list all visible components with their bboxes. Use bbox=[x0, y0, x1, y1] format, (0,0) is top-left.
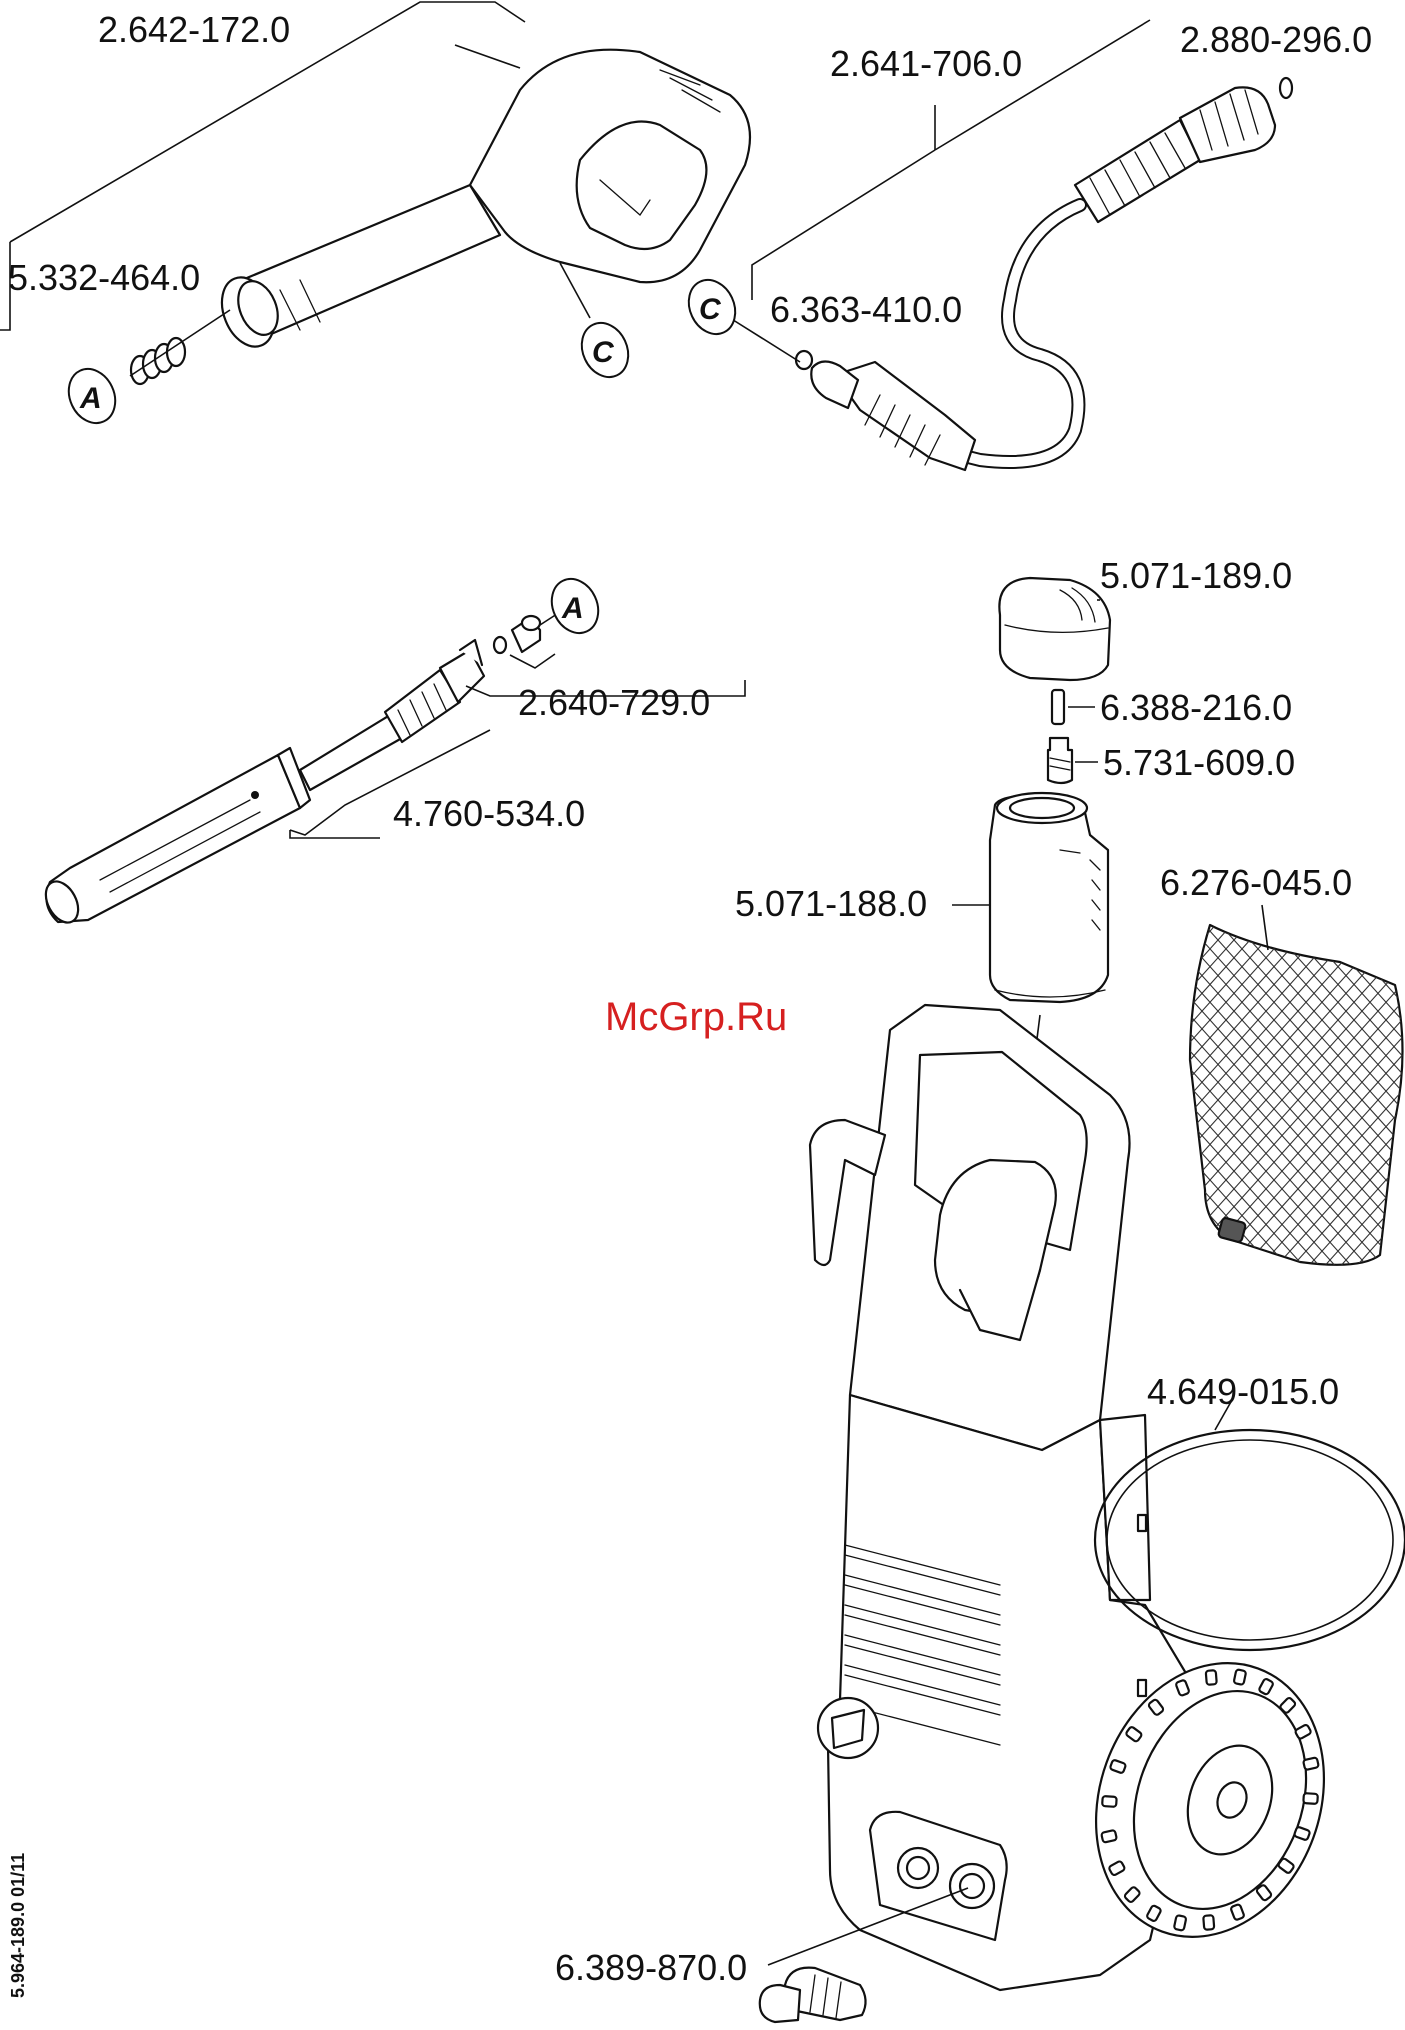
label-5-332-464-0: 5.332-464.0 bbox=[8, 257, 200, 298]
label-2-641-706-0: 2.641-706.0 bbox=[830, 43, 1022, 84]
wheel-tread bbox=[1101, 1830, 1117, 1843]
wheel-tread bbox=[1303, 1793, 1318, 1804]
detergent-cap bbox=[999, 578, 1110, 680]
valve bbox=[1048, 738, 1072, 783]
badge-c-hose: C bbox=[680, 272, 744, 341]
badge-c-hose-text: C bbox=[699, 293, 722, 326]
wheel-tread bbox=[1174, 1915, 1187, 1931]
watermark: McGrp.Ru bbox=[605, 995, 787, 1039]
label-6-388-216-0: 6.388-216.0 bbox=[1100, 687, 1292, 728]
high-pressure-hose bbox=[730, 20, 1292, 470]
label-2-640-729-0: 2.640-729.0 bbox=[518, 682, 710, 723]
label-6-363-410-0: 6.363-410.0 bbox=[770, 289, 962, 330]
badge-c-gun: C bbox=[573, 315, 637, 384]
label-6-276-045-0: 6.276-045.0 bbox=[1160, 862, 1352, 903]
label-2-880-296-0: 2.880-296.0 bbox=[1180, 19, 1372, 60]
badge-a-left: A bbox=[60, 361, 124, 430]
spray-gun bbox=[0, 2, 750, 384]
wheel-tread bbox=[1203, 1915, 1214, 1930]
label-2-642-172-0: 2.642-172.0 bbox=[98, 9, 290, 50]
document-number: 5.964-189.0 01/11 bbox=[8, 1853, 28, 1998]
badge-a-left-text: A bbox=[79, 382, 102, 415]
wheel-tread bbox=[1206, 1670, 1217, 1685]
label-5-731-609-0: 5.731-609.0 bbox=[1103, 742, 1295, 783]
label-4-649-015-0: 4.649-015.0 bbox=[1147, 1371, 1339, 1412]
badge-a-lance-text: A bbox=[561, 592, 584, 625]
badge-a-lance: A bbox=[543, 571, 607, 640]
cap-pin bbox=[1052, 690, 1064, 724]
spray-lance bbox=[39, 612, 745, 928]
label-5-071-189-0: 5.071-189.0 bbox=[1100, 555, 1292, 596]
label-6-389-870-0: 6.389-870.0 bbox=[555, 1947, 747, 1988]
wheel-tread bbox=[1234, 1669, 1247, 1685]
badge-c-gun-text: C bbox=[592, 336, 615, 369]
label-5-071-188-0: 5.071-188.0 bbox=[735, 883, 927, 924]
wheel-tread bbox=[1102, 1796, 1117, 1807]
wheel-tread bbox=[1303, 1757, 1319, 1770]
label-4-760-534-0: 4.760-534.0 bbox=[393, 793, 585, 834]
